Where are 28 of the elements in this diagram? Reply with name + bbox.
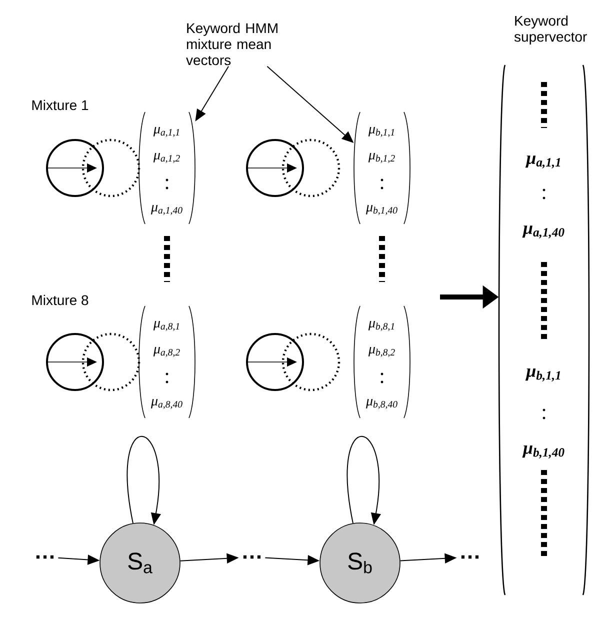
- vector-entry: μ$_{b,1,1}$: [368, 126, 394, 138]
- mixture-label: Mixture 1: [32, 100, 88, 110]
- vector-entry: μ$_{b,8,2}$: [368, 346, 395, 358]
- vector-entry: μ$_{b,1,1}$: [525, 368, 560, 382]
- vector-entry: μ$_{b,1,2}$: [368, 152, 395, 164]
- heading: Keyword supervector: [514, 15, 587, 45]
- ellipsis: …: [36, 555, 54, 559]
- supervector: [498, 15, 590, 596]
- column-vector: [138, 306, 196, 418]
- annotation: Keyword HMM mixture mean vectors: [186, 22, 278, 66]
- vector-entry: μ$_{a,8,2}$: [153, 346, 180, 358]
- mixture-label: Mixture 8: [32, 294, 88, 306]
- ellipsis: …: [461, 555, 479, 559]
- vector-entry: μ$_{a,1,2}$: [153, 152, 180, 164]
- vector-entry: μ$_{b,8,40}$: [366, 398, 398, 410]
- column-vector: [354, 112, 410, 224]
- vector-entry: μ$_{a,1,40}$: [150, 204, 182, 216]
- vector-entry: μ$_{a,8,1}$: [153, 320, 179, 332]
- vector-entry: μ$_{b,8,1}$: [368, 320, 394, 332]
- column-vector: [354, 306, 410, 418]
- vector-entry: μ$_{b,1,40}$: [522, 446, 564, 458]
- vector-entry: μ$_{a,1,1}$: [525, 156, 560, 168]
- vector-entry: μ$_{a,1,1}$: [153, 126, 179, 138]
- column-vector: [138, 112, 196, 224]
- vector-entry: μ$_{b,1,40}$: [366, 204, 398, 216]
- vector-entry: μ$_{a,8,40}$: [150, 398, 182, 410]
- ellipsis: …: [243, 555, 261, 559]
- vector-entry: μ$_{a,1,40}$: [522, 226, 564, 238]
